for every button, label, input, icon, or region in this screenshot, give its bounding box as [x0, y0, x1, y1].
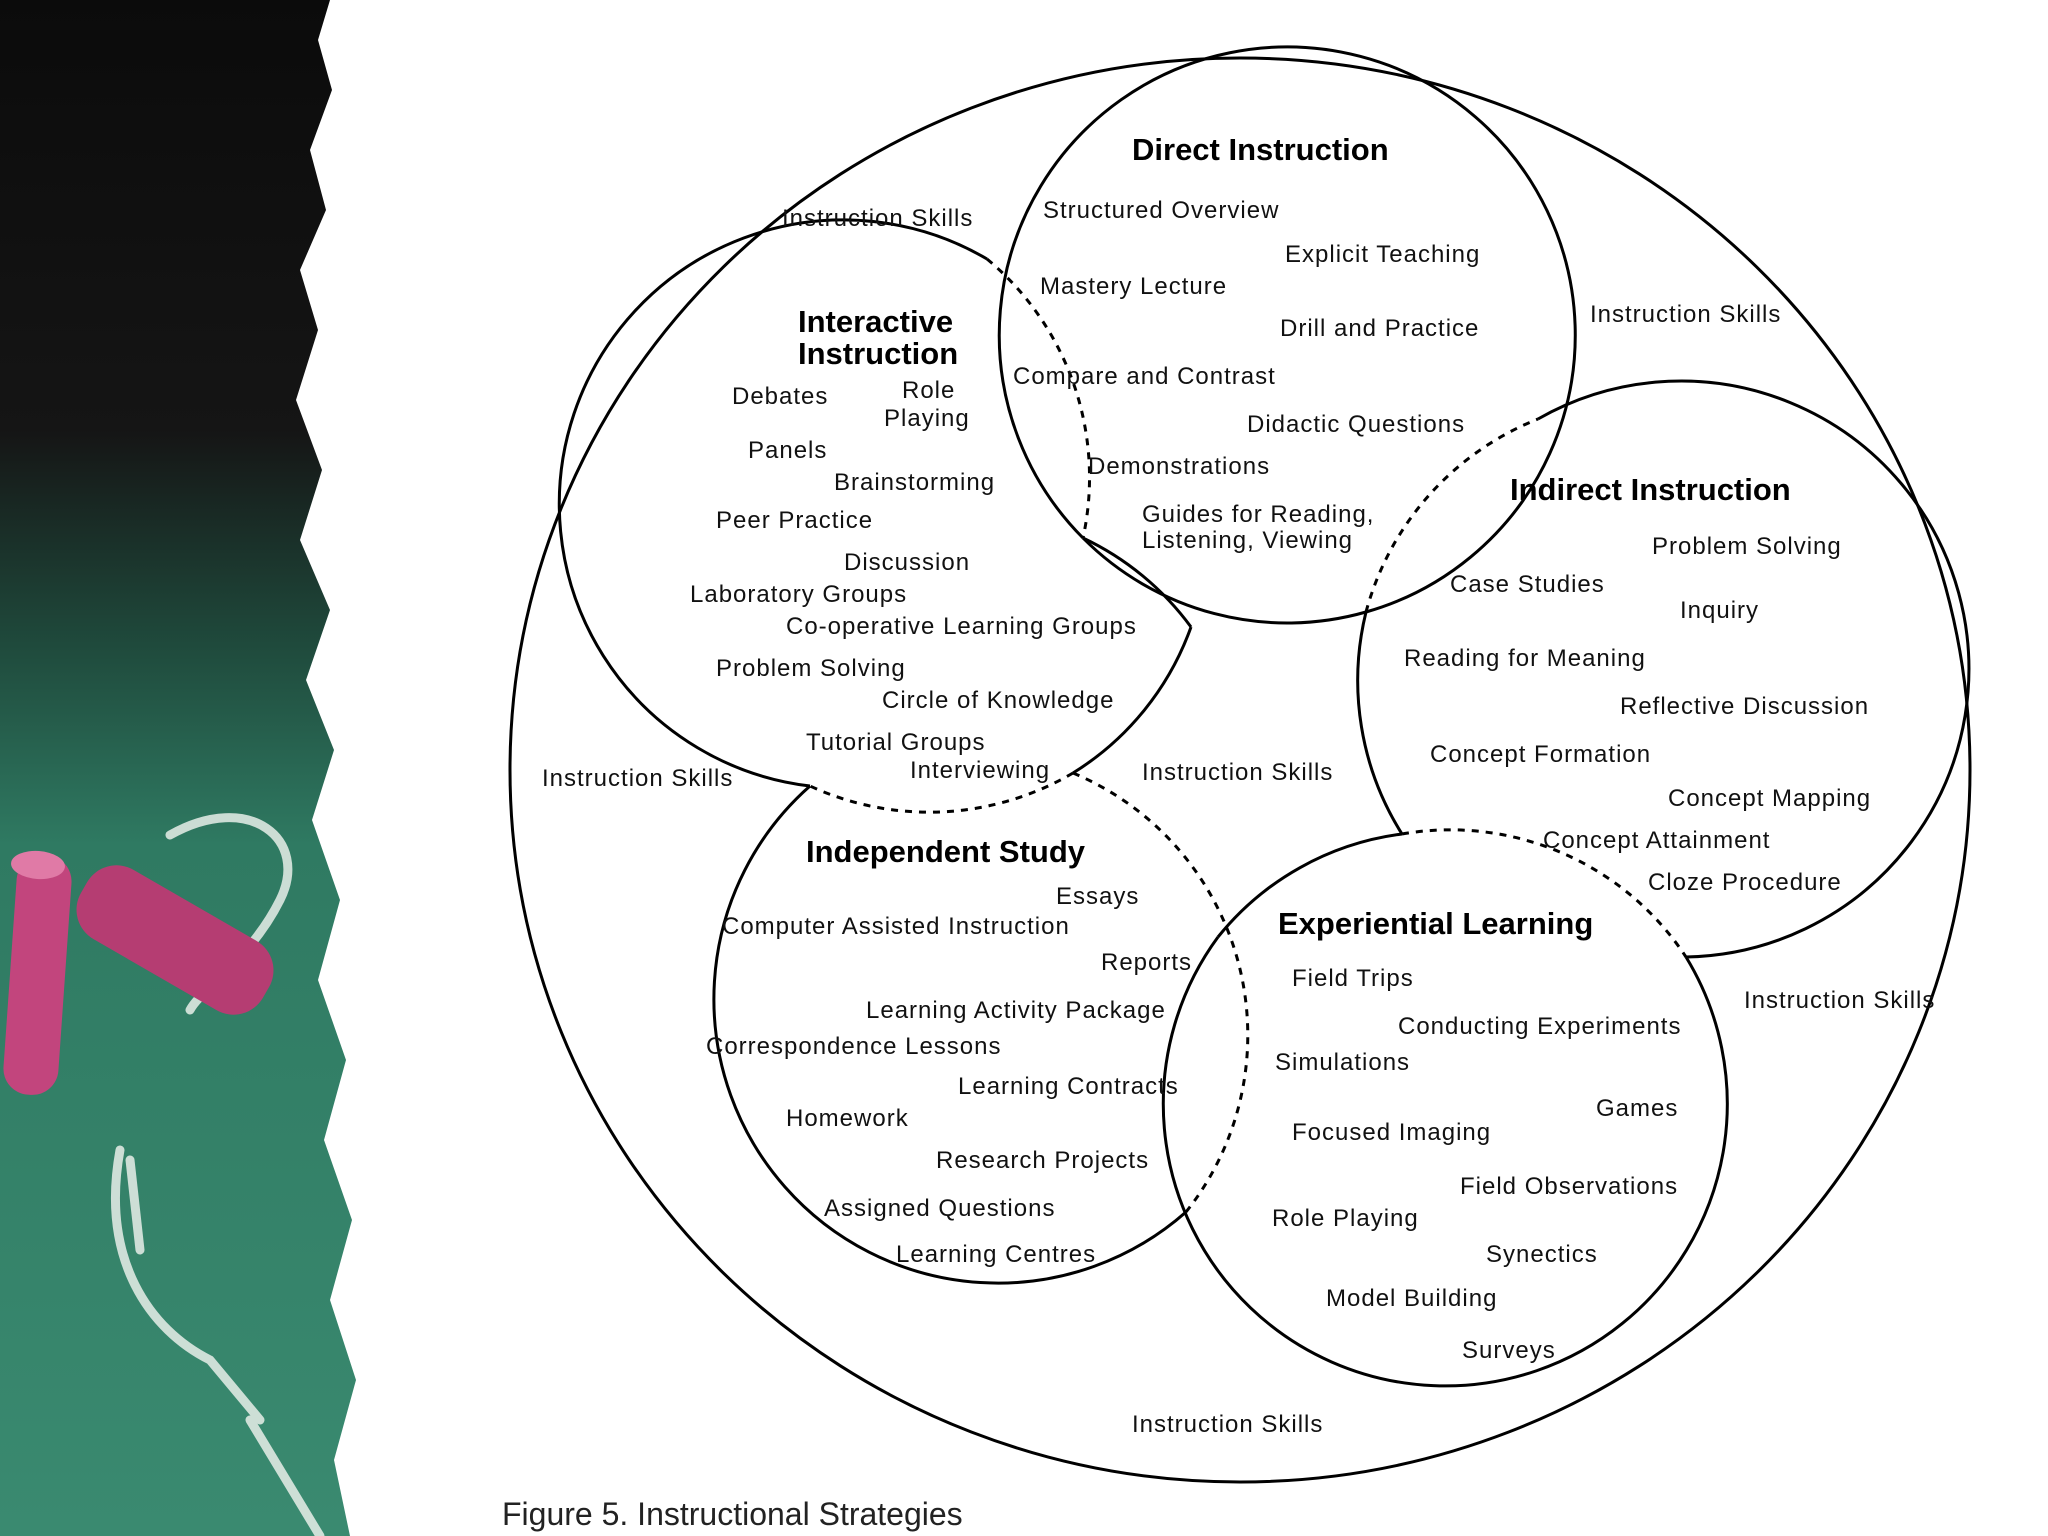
experiential-circle-solid-top: [1216, 832, 1403, 938]
experiential-item: Conducting Experiments: [1398, 1013, 1681, 1040]
direct-item: Drill and Practice: [1280, 315, 1479, 342]
experiential-item: Surveys: [1462, 1337, 1556, 1364]
independent-item: Research Projects: [936, 1147, 1149, 1174]
interactive-circle-solid-right: [1082, 536, 1193, 628]
independent-item: Learning Activity Package: [866, 997, 1166, 1024]
outer-label-instruction-skills: Instruction Skills: [782, 205, 973, 232]
indirect-item: Cloze Procedure: [1648, 869, 1842, 896]
outer-label-instruction-skills: Instruction Skills: [1744, 987, 1935, 1014]
indirect-item: Concept Attainment: [1543, 827, 1770, 854]
direct-circle: [997, 45, 1577, 614]
experiential-item: Synectics: [1486, 1241, 1598, 1268]
interactive-item: Problem Solving: [716, 655, 906, 682]
direct-item: Didactic Questions: [1247, 411, 1465, 438]
interactive-item: Tutorial Groups: [806, 729, 986, 756]
interactive-item: Brainstorming: [834, 469, 995, 496]
direct-item: Mastery Lecture: [1040, 273, 1227, 300]
experiential-item: Games: [1596, 1095, 1678, 1122]
experiential-item: Focused Imaging: [1292, 1119, 1491, 1146]
experiential-item: Model Building: [1326, 1285, 1497, 1312]
direct-item: Structured Overview: [1043, 197, 1279, 224]
interactive-item: Laboratory Groups: [690, 581, 907, 608]
experiential-item: Simulations: [1275, 1049, 1410, 1076]
independent-item: Homework: [786, 1105, 909, 1132]
direct-instruction-title: Direct Instruction: [1132, 132, 1389, 167]
chalkboard-photo: [0, 0, 356, 1536]
direct-item: Listening, Viewing: [1142, 527, 1353, 554]
indirect-instruction-title: Indirect Instruction: [1510, 472, 1791, 507]
independent-item: Reports: [1101, 949, 1192, 976]
experiential-item: Field Trips: [1292, 965, 1414, 992]
indirect-item: Inquiry: [1680, 597, 1759, 624]
direct-circle-bottom: [1081, 536, 1367, 625]
outer-label-instruction-skills: Instruction Skills: [542, 765, 733, 792]
interactive-item: Circle of Knowledge: [882, 687, 1114, 714]
experiential-circle-solid: [1161, 936, 1729, 1388]
outer-label-instruction-skills: Instruction Skills: [1132, 1411, 1323, 1438]
indirect-item: Concept Formation: [1430, 741, 1651, 768]
interactive-item: Panels: [748, 437, 827, 464]
indirect-item: Problem Solving: [1652, 533, 1842, 560]
interactive-item: Peer Practice: [716, 507, 873, 534]
independent-item: Assigned Questions: [824, 1195, 1055, 1222]
interactive-item: Discussion: [844, 549, 970, 576]
interactive-item: Debates: [732, 383, 828, 410]
indirect-item: Reflective Discussion: [1620, 693, 1869, 720]
experiential-circle-dashed: [1401, 828, 1688, 958]
direct-item: Compare and Contrast: [1013, 363, 1276, 390]
indirect-circle-solid-left: [1356, 611, 1404, 835]
independent-study-title: Independent Study: [806, 834, 1086, 869]
experiential-item: Field Observations: [1460, 1173, 1678, 1200]
interactive-item: Interviewing: [910, 757, 1050, 784]
independent-circle-solid: [712, 784, 1187, 1285]
direct-item: Explicit Teaching: [1285, 241, 1480, 268]
figure-caption: Figure 5. Instructional Strategies: [502, 1496, 963, 1532]
interactive-instruction-title: Interactive: [798, 304, 953, 339]
indirect-item: Reading for Meaning: [1404, 645, 1646, 672]
interactive-item: Co-operative Learning Groups: [786, 613, 1137, 640]
interactive-instruction-title: Instruction: [798, 336, 958, 371]
independent-item: Essays: [1056, 883, 1139, 910]
independent-item: Learning Contracts: [958, 1073, 1179, 1100]
chalkboard-surface: [0, 0, 356, 1536]
direct-item: Demonstrations: [1088, 453, 1270, 480]
indirect-circle-solid: [1537, 379, 1971, 959]
direct-item: Guides for Reading,: [1142, 501, 1374, 528]
outer-label-instruction-skills: Instruction Skills: [1142, 759, 1333, 786]
interactive-circle-dashed-left: [986, 257, 1091, 539]
interactive-circle-solid-lower: [1072, 626, 1193, 775]
independent-item: Learning Centres: [896, 1241, 1096, 1268]
outer-label-instruction-skills: Instruction Skills: [1590, 301, 1781, 328]
indirect-item: Case Studies: [1450, 571, 1605, 598]
indirect-item: Concept Mapping: [1668, 785, 1871, 812]
experiential-learning-title: Experiential Learning: [1278, 906, 1593, 941]
independent-item: Computer Assisted Instruction: [722, 913, 1070, 940]
interactive-circle-solid: [557, 218, 988, 788]
interactive-item: Playing: [884, 405, 970, 432]
pink-chalk-sticks: [3, 850, 274, 1095]
experiential-item: Role Playing: [1272, 1205, 1419, 1232]
interactive-item: Role: [902, 377, 955, 404]
independent-item: Correspondence Lessons: [706, 1033, 1002, 1060]
outer-circle: [508, 56, 1972, 1484]
